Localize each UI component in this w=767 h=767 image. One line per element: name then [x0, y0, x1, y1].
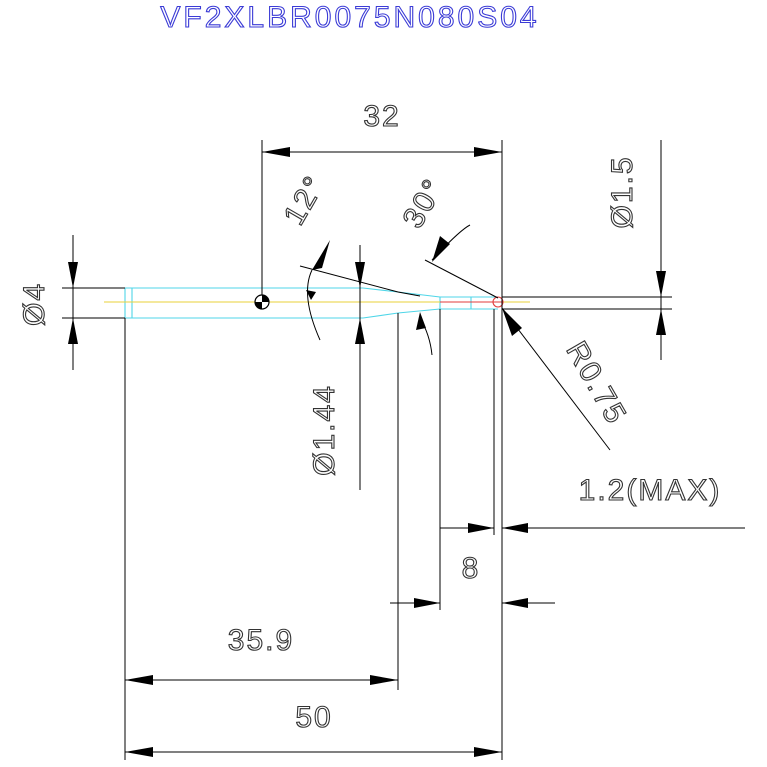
- dim-50-label: 50: [295, 701, 332, 734]
- dim-8-label: 8: [462, 552, 481, 585]
- dim-32: 32: [261, 99, 503, 760]
- dim-radius-label: R0.75: [559, 336, 633, 430]
- dim-dia-4: Ø4: [17, 235, 125, 370]
- dim-dia-1-5-label: Ø1.5: [606, 155, 639, 228]
- dim-dia-4-label: Ø4: [18, 282, 51, 326]
- tool-outline: [124, 287, 498, 319]
- dim-32-label: 32: [363, 100, 400, 133]
- dim-8: 8: [390, 309, 555, 610]
- dim-dia-1-44: Ø1.44: [307, 245, 365, 490]
- dim-angle-12: 12°: [277, 169, 421, 341]
- dim-35-9: 35.9: [125, 313, 399, 690]
- dim-35-9-label: 35.9: [228, 624, 294, 657]
- datum-symbol: [254, 294, 270, 310]
- dim-dia-1-5: Ø1.5: [502, 140, 672, 360]
- dim-radius: R0.75: [501, 307, 634, 451]
- dim-50: 50: [124, 318, 502, 760]
- dim-1-2-max: 1.2(MAX): [440, 309, 745, 535]
- dim-angle-30: 30°: [396, 172, 499, 356]
- dim-angle-30-label: 30°: [397, 173, 451, 234]
- dim-angle-12-label: 12°: [278, 170, 332, 231]
- dim-1-2-max-label: 1.2(MAX): [579, 474, 722, 507]
- dim-dia-1-44-label: Ø1.44: [308, 384, 341, 476]
- drawing-title: VF2XLBR0075N080S04: [160, 1, 539, 34]
